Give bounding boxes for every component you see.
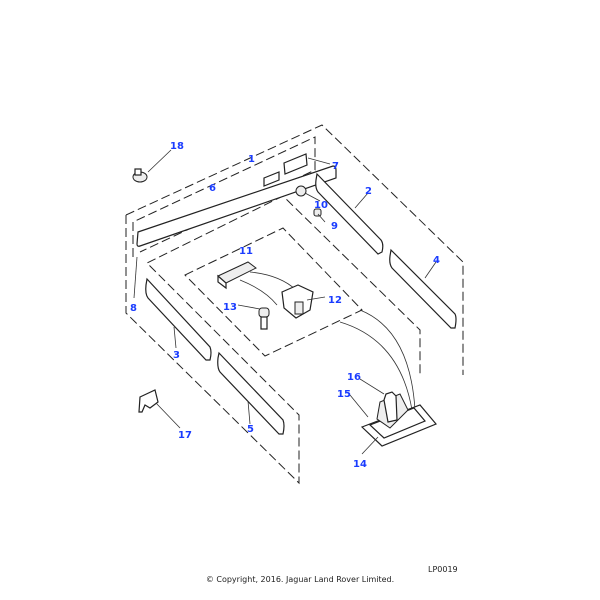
callout-9[interactable]: 9	[331, 221, 338, 232]
part-6-strip	[136, 165, 337, 247]
callout-16[interactable]: 16	[347, 372, 361, 383]
part-3-strip	[145, 277, 212, 361]
diagram-reference: LP0019	[428, 565, 458, 574]
part-18-clip	[132, 168, 148, 183]
part-12-switch	[281, 284, 314, 319]
part-17-bracket	[138, 389, 159, 413]
wiring-harness	[339, 321, 413, 411]
callout-11[interactable]: 11	[239, 246, 253, 257]
left-panel-outline	[125, 195, 421, 485]
callout-13[interactable]: 13	[223, 302, 237, 313]
callout-12[interactable]: 12	[328, 295, 342, 306]
part-2-strip	[315, 172, 384, 255]
callout-15[interactable]: 15	[337, 389, 351, 400]
callout-1[interactable]: 1	[248, 154, 255, 165]
callout-6[interactable]: 6	[209, 183, 216, 194]
console-panel-outline	[184, 227, 363, 357]
callout-10[interactable]: 10	[314, 200, 328, 211]
part-7-pad	[283, 153, 308, 175]
part-5-strip	[217, 351, 285, 435]
copyright-notice: © Copyright, 2016. Jaguar Land Rover Lim…	[205, 575, 395, 584]
callout-8[interactable]: 8	[130, 303, 137, 314]
part-13-switch	[258, 307, 270, 330]
callout-7[interactable]: 7	[332, 161, 339, 172]
callout-4[interactable]: 4	[433, 255, 440, 266]
part-9-bulb	[313, 208, 322, 217]
part-14-16-gear-assembly	[360, 391, 437, 447]
callout-14[interactable]: 14	[353, 459, 367, 470]
callout-2[interactable]: 2	[365, 186, 372, 197]
callout-18[interactable]: 18	[170, 141, 184, 152]
part-10-grommet	[295, 185, 307, 197]
leader-lines	[133, 149, 437, 455]
part-4-strip	[389, 248, 457, 329]
callout-3[interactable]: 3	[173, 350, 180, 361]
outer-panel-outline	[125, 124, 464, 375]
callout-5[interactable]: 5	[247, 424, 254, 435]
wiring-harness-2	[359, 309, 416, 411]
part-11-lamp	[217, 261, 297, 306]
callout-17[interactable]: 17	[178, 430, 192, 441]
